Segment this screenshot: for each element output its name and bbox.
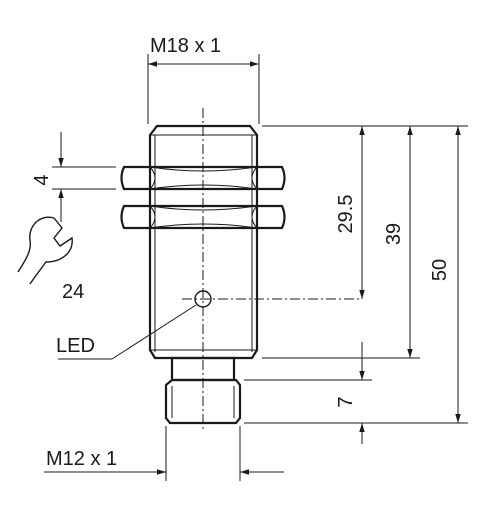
nut-lower — [120, 204, 286, 230]
dim-extension-lines — [244, 125, 468, 424]
wrench-icon — [17, 216, 73, 285]
led-leader — [58, 304, 197, 360]
nut-height-label: 4 — [31, 174, 53, 185]
dim-top-thread — [147, 54, 260, 124]
wrench-size-label: 24 — [62, 281, 84, 303]
bottom-thread-label: M12 x 1 — [46, 448, 117, 470]
dim-bottom-thread — [44, 426, 284, 481]
connector-length-label: 7 — [335, 396, 357, 407]
total-length-label: 50 — [429, 259, 451, 281]
housing-length-label: 39 — [383, 223, 405, 245]
dim-nut-height — [52, 132, 116, 222]
led-position-label: 29.5 — [335, 195, 357, 234]
led-label: LED — [56, 335, 95, 357]
top-thread-label: M18 x 1 — [150, 35, 221, 57]
led-indicator — [182, 290, 362, 308]
